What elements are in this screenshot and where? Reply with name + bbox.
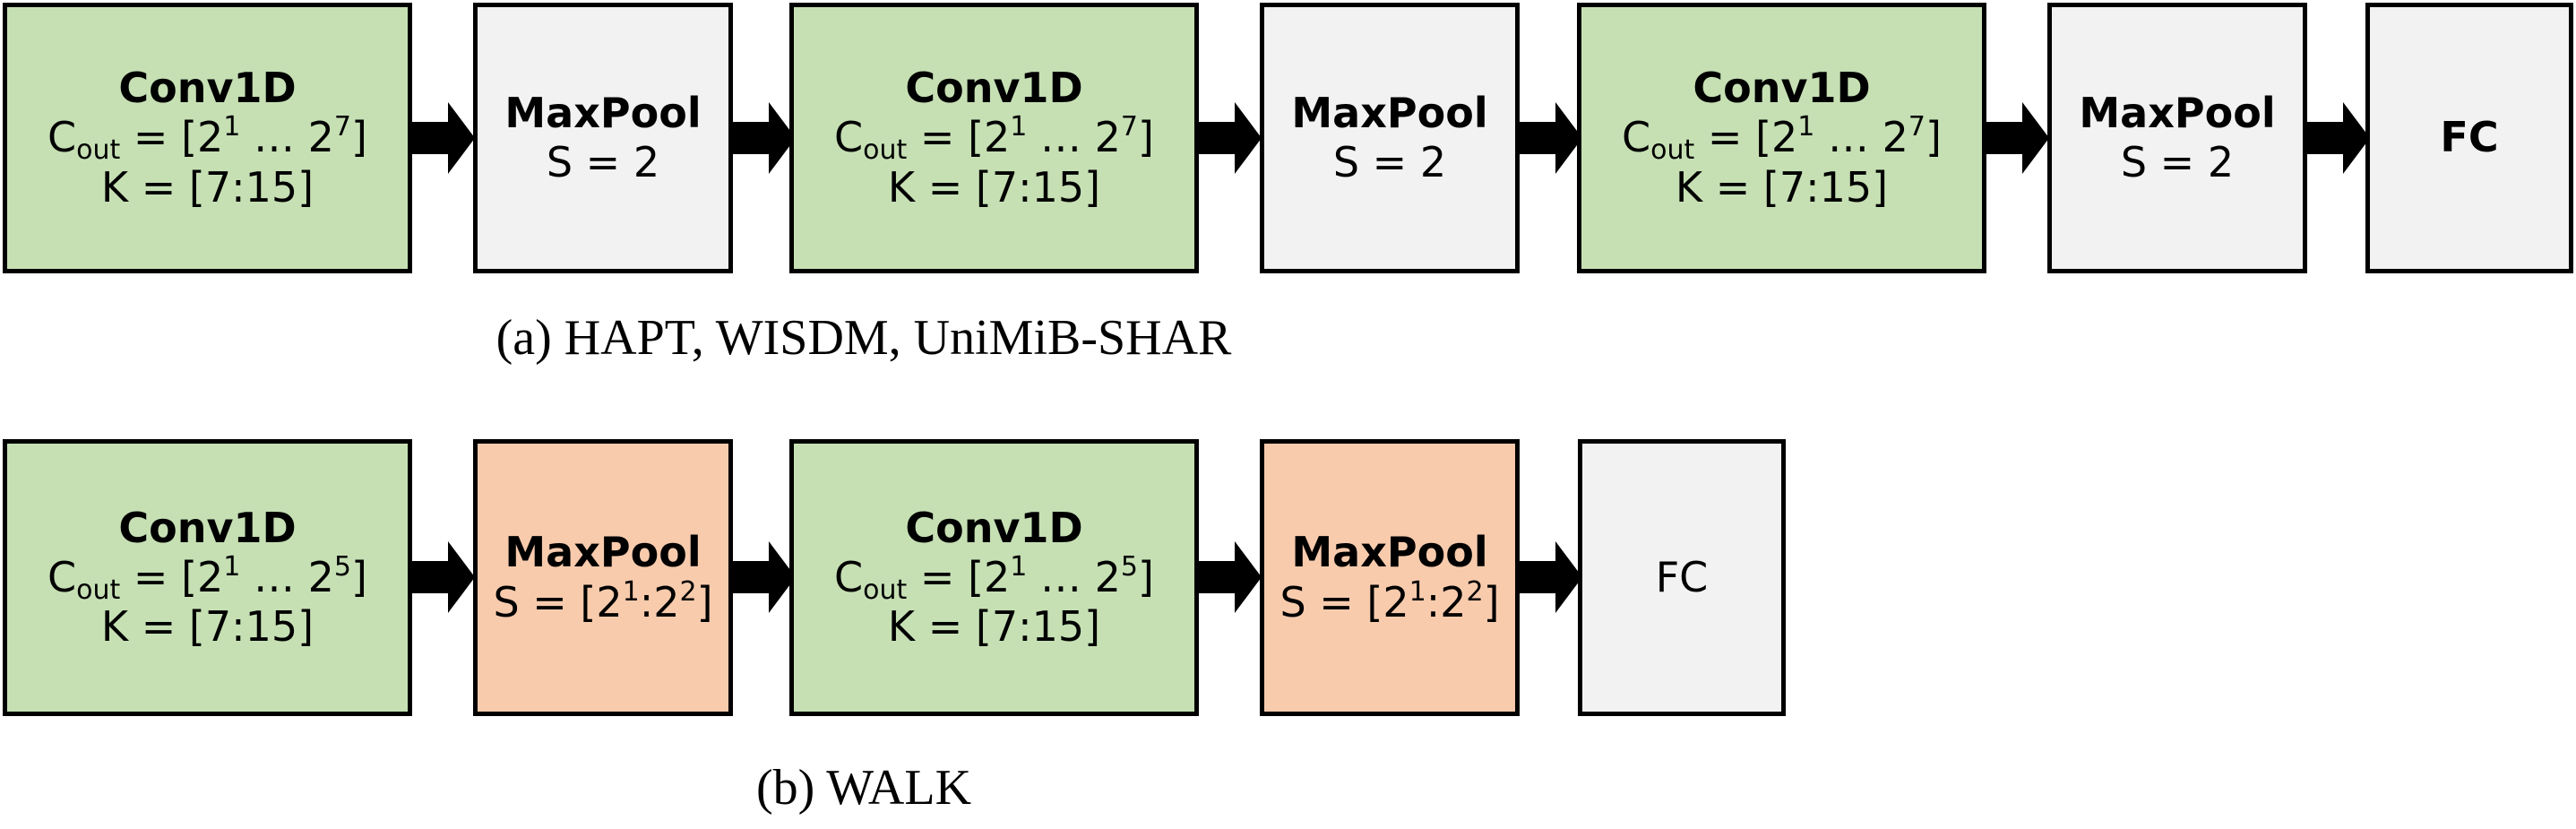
channels-label: Cout = [21 … 25]: [47, 550, 367, 606]
arrow-icon: [412, 102, 475, 174]
arrow-icon: [733, 102, 796, 174]
arrow-icon: [1520, 541, 1582, 613]
block-title: MaxPool: [504, 88, 702, 137]
conv1d-block-a3: Conv1D Cout = [21 … 27] K = [7:15]: [1577, 3, 1986, 273]
conv1d-block-b1: Conv1D Cout = [21 … 25] K = [7:15]: [3, 439, 412, 716]
block-title: Conv1D: [905, 64, 1083, 113]
channels-label: Cout = [21 … 25]: [834, 550, 1154, 606]
block-title: MaxPool: [504, 528, 702, 577]
block-title: Conv1D: [1693, 64, 1871, 113]
maxpool-block-b1: MaxPool S = [21:22]: [473, 439, 733, 716]
kernel-label: K = [7:15]: [100, 162, 314, 212]
caption-b: (b) WALK: [755, 760, 972, 816]
block-title: FC: [2440, 113, 2499, 162]
arrow-icon: [1199, 102, 1262, 174]
block-title: MaxPool: [1291, 88, 1488, 137]
stride-label: S = [21:22]: [493, 575, 713, 626]
kernel-label: K = [7:15]: [100, 602, 314, 652]
fc-block-b: FC: [1578, 439, 1786, 716]
arrow-icon: [733, 541, 796, 613]
maxpool-block-a3: MaxPool S = 2: [2047, 3, 2307, 273]
channels-label: Cout = [21 … 27]: [834, 111, 1154, 167]
kernel-label: K = [7:15]: [887, 162, 1101, 212]
block-title: MaxPool: [1291, 528, 1488, 577]
stride-label: S = 2: [2120, 138, 2235, 186]
block-title: Conv1D: [118, 503, 297, 552]
conv1d-block-b2: Conv1D Cout = [21 … 25] K = [7:15]: [789, 439, 1199, 716]
maxpool-block-b2: MaxPool S = [21:22]: [1260, 439, 1520, 716]
conv1d-block-a2: Conv1D Cout = [21 … 27] K = [7:15]: [789, 3, 1199, 273]
kernel-label: K = [7:15]: [1675, 162, 1889, 212]
kernel-label: K = [7:15]: [887, 602, 1101, 652]
arrow-icon: [1199, 541, 1262, 613]
block-title: FC: [1655, 552, 1709, 601]
caption-a: (a) HAPT, WISDM, UniMiB-SHAR: [495, 310, 1232, 366]
maxpool-block-a2: MaxPool S = 2: [1260, 3, 1520, 273]
block-title: Conv1D: [905, 503, 1083, 552]
stride-label: S = 2: [1332, 138, 1447, 186]
block-title: Conv1D: [118, 64, 297, 113]
stride-label: S = [21:22]: [1279, 575, 1500, 626]
maxpool-block-a1: MaxPool S = 2: [473, 3, 733, 273]
arrow-icon: [1986, 102, 2049, 174]
arrow-icon: [412, 541, 475, 613]
arrow-icon: [1520, 102, 1582, 174]
channels-label: Cout = [21 … 27]: [1622, 111, 1942, 167]
arrow-icon: [2307, 102, 2370, 174]
conv1d-block-a1: Conv1D Cout = [21 … 27] K = [7:15]: [3, 3, 412, 273]
stride-label: S = 2: [546, 138, 660, 186]
block-title: MaxPool: [2079, 88, 2276, 137]
fc-block-a: FC: [2365, 3, 2573, 273]
channels-label: Cout = [21 … 27]: [47, 111, 367, 167]
